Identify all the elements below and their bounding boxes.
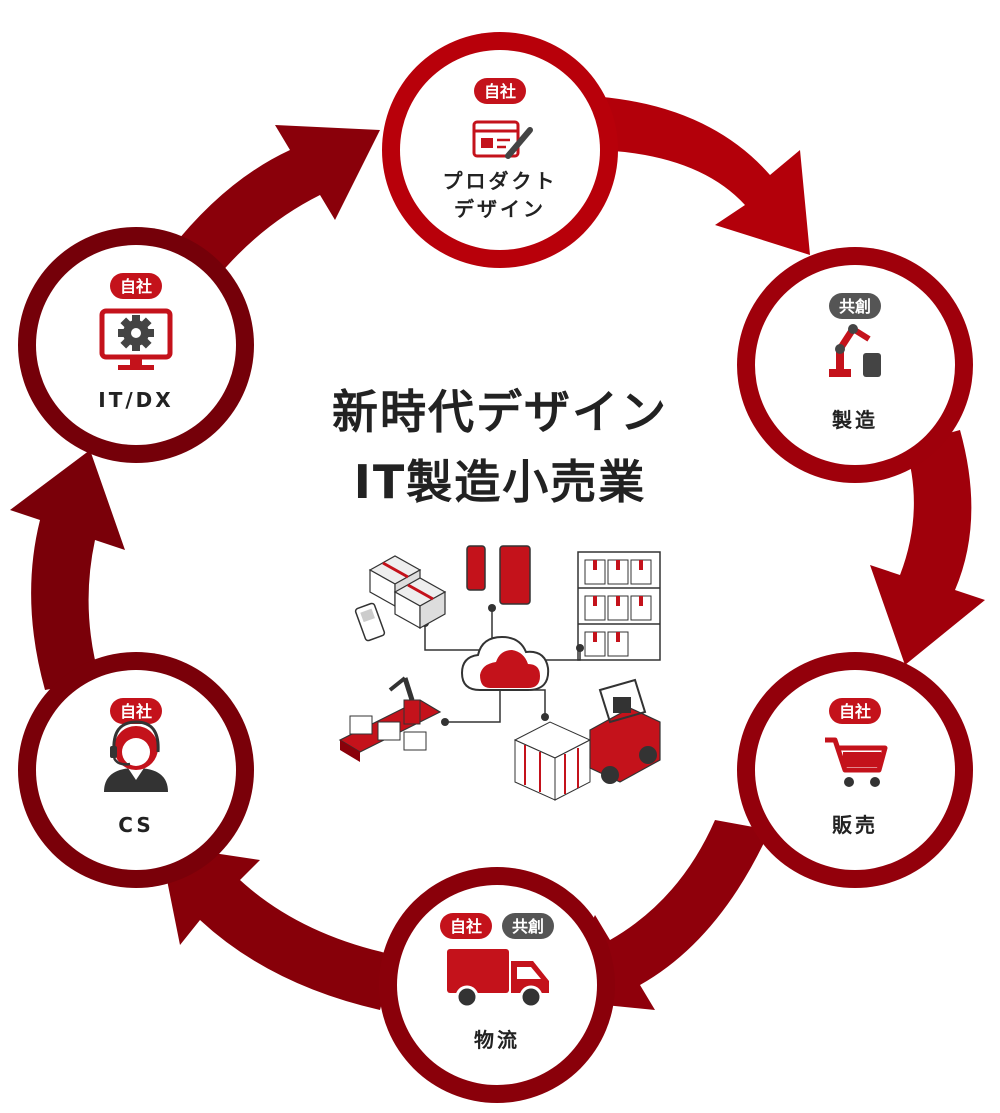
node-label: 製造	[832, 408, 878, 432]
badge-label: 自社	[484, 82, 516, 101]
badge	[502, 913, 554, 939]
badge-label: 自社	[839, 702, 871, 721]
cycle-node-5: 自社 IT/DX	[18, 227, 254, 463]
warehouse-shelf-icon	[577, 551, 661, 661]
stacked-boxes-icon	[368, 555, 447, 630]
badge-label: 自社	[450, 917, 482, 936]
badge	[474, 78, 526, 104]
handheld-scanner-icon	[354, 602, 386, 642]
robot-conveyor-icon	[338, 676, 442, 762]
design-window-brush-icon	[472, 120, 533, 159]
headset-operator-icon	[104, 720, 168, 792]
robot-arm-icon	[829, 324, 881, 377]
badge-label: 自社	[120, 702, 152, 721]
mobile-devices-icon	[466, 545, 531, 605]
badge	[829, 293, 881, 319]
node-label: 販売	[832, 813, 878, 837]
center-illustration	[338, 545, 661, 801]
center-title-line2: IT製造小売業	[354, 455, 647, 509]
cycle-node-4: 自社 CS	[18, 652, 254, 888]
badge	[110, 698, 162, 724]
badge-label: 共創	[839, 297, 871, 316]
arrow-design-to-manufacturing	[560, 95, 810, 255]
forklift-icon	[513, 678, 661, 801]
node-label: プロダクト	[443, 169, 558, 193]
badge	[440, 913, 492, 939]
node-label: デザイン	[454, 197, 546, 221]
center-title: 新時代デザイン IT製造小売業	[332, 385, 668, 509]
node-disc	[755, 265, 955, 465]
cycle-nodes: 自社プロダクトデザイン共創製造自社販売自社共創物流自社CS自社IT/DX	[18, 32, 973, 1103]
arrow-cs-to-itdx	[10, 450, 125, 690]
center-title-line1: 新時代デザイン	[332, 385, 668, 439]
arrow-logistics-to-cs	[160, 845, 395, 1010]
arrow-itdx-to-design	[170, 125, 380, 280]
arrow-manufacturing-to-sales	[870, 430, 985, 665]
node-label: CS	[118, 813, 153, 837]
monitor-gear-icon	[99, 308, 173, 370]
badge	[829, 698, 881, 724]
badge-label: 共創	[512, 917, 544, 936]
node-label: IT/DX	[98, 388, 173, 412]
cycle-arrows	[10, 95, 985, 1010]
badge-label: 自社	[120, 277, 152, 296]
badge	[110, 273, 162, 299]
shopping-cart-icon	[825, 737, 888, 787]
node-label: 物流	[474, 1028, 520, 1052]
delivery-truck-icon	[447, 949, 549, 1009]
